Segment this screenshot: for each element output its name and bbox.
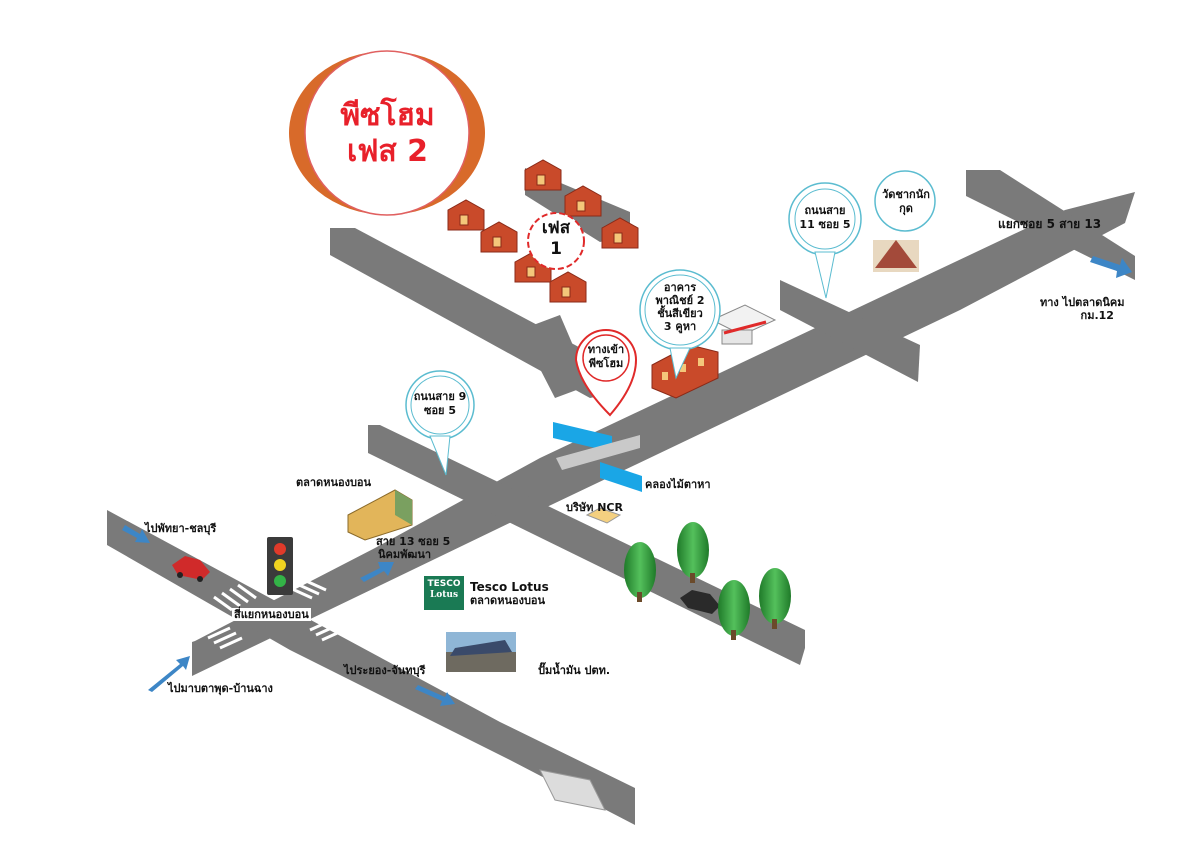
gas-station-label: ปั๊มน้ำมัน ปตท. (538, 664, 611, 677)
roads (107, 168, 1135, 825)
market-label: ตลาดหนองบอน (296, 476, 372, 489)
soi11-line2: 11 ซอย 5 (799, 218, 851, 231)
phase1-line2: 1 (550, 239, 562, 259)
project-title: พีซโฮม เฟส 2 (305, 98, 470, 170)
phase1-line1: เฟส (541, 218, 571, 238)
road13-line1: สาย 13 ซอย 5 (376, 535, 451, 548)
title-badge (289, 50, 485, 216)
direction-arrows (122, 256, 1132, 706)
road13-line2: นิคมพัฒนา (378, 548, 432, 561)
temple-label: วัดชากนัก กุด (876, 188, 936, 216)
tesco-line2: ตลาดหนองบอน (470, 594, 546, 607)
pin-temple (874, 170, 936, 232)
intersection-label: สี่แยกหนองบอน (232, 608, 311, 621)
tesco-label: Tesco Lotus ตลาดหนองบอน (470, 580, 549, 608)
pin-shophouse (639, 269, 721, 380)
soi9-line2: ซอย 5 (423, 404, 456, 417)
tesco-logo (424, 576, 464, 610)
to-maptaphut-label: ไปมาบตาพุด-บ้านฉาง (168, 682, 273, 695)
canal-label: คลองไม้ตาหา (645, 478, 711, 491)
canal-bridge (553, 422, 642, 492)
entrance-line2: พีซโฮม (588, 357, 624, 370)
soi11-label: ถนนสาย 11 ซอย 5 (790, 204, 860, 232)
soi11-line1: ถนนสาย (804, 204, 846, 217)
temple-icon (873, 240, 919, 272)
gas-station-building-icon (710, 304, 777, 345)
to-rayong-label: ไประยอง-จันทบุรี (344, 664, 426, 677)
shophouse-label: อาคาร พาณิชย์ 2 ชั้นสีเขียว 3 คูหา (645, 281, 715, 333)
road-phase1-side (520, 315, 590, 398)
gas-station-photo (446, 632, 516, 672)
houses-phase1 (447, 159, 639, 303)
soi9-line1: ถนนสาย 9 (413, 390, 467, 403)
black-car-icon (680, 590, 720, 614)
to-nikhom-line1: ทาง ไปตลาดนิคม (1040, 296, 1125, 309)
tesco-logo-line1: TESCO (427, 579, 461, 589)
tesco-line1: Tesco Lotus (470, 580, 549, 594)
shophouse-line4: 3 คูหา (663, 320, 697, 333)
shophouse-icon (651, 344, 719, 399)
temple-line2: กุด (899, 202, 913, 215)
red-car-icon (172, 556, 210, 582)
phase1-label: เฟส 1 (532, 218, 580, 260)
trees (624, 522, 791, 640)
temple-line1: วัดชากนัก (882, 188, 930, 201)
project-title-line2: เฟส 2 (346, 134, 429, 169)
pin-soi11 (788, 182, 862, 299)
phase1-badge (527, 212, 585, 270)
pin-entrance (574, 328, 638, 417)
traffic-light-icon (267, 537, 293, 595)
tesco-logo-line2: Lotus (429, 590, 459, 600)
main-road (192, 192, 1135, 676)
junction-5-13-label: แยกซอย 5 สาย 13 (998, 217, 1102, 231)
road-junction-5-13 (966, 170, 1135, 280)
entrance-label: ทางเข้า พีซโฮม (578, 343, 634, 371)
tesco-logo-text: TESCO Lotus (426, 579, 462, 601)
road-soi11 (780, 280, 920, 382)
pin-soi9 (405, 370, 475, 476)
project-title-line1: พีซโฮม (340, 98, 435, 133)
ncr-label: บริษัท NCR (566, 501, 623, 514)
market-building-icon (347, 489, 413, 541)
road13-label: สาย 13 ซอย 5 นิคมพัฒนา (376, 535, 450, 561)
overpass-pillar (539, 769, 606, 811)
to-nikhom-label: ทาง ไปตลาดนิคม กม.12 (1040, 296, 1124, 322)
soi9-label: ถนนสาย 9 ซอย 5 (406, 390, 474, 418)
to-pattaya-label: ไปพัทยา-ชลบุรี (145, 522, 217, 535)
ncr-building-icon (585, 507, 622, 524)
road-to-pattaya-rayong (107, 510, 635, 825)
to-nikhom-line2: กม.12 (1080, 309, 1114, 322)
entrance-line1: ทางเข้า (587, 343, 625, 356)
shophouse-line1: อาคาร (663, 281, 697, 294)
shophouse-line3: ชั้นสีเขียว (657, 307, 703, 320)
shophouse-line2: พาณิชย์ 2 (655, 294, 705, 307)
crosswalks (207, 578, 345, 650)
